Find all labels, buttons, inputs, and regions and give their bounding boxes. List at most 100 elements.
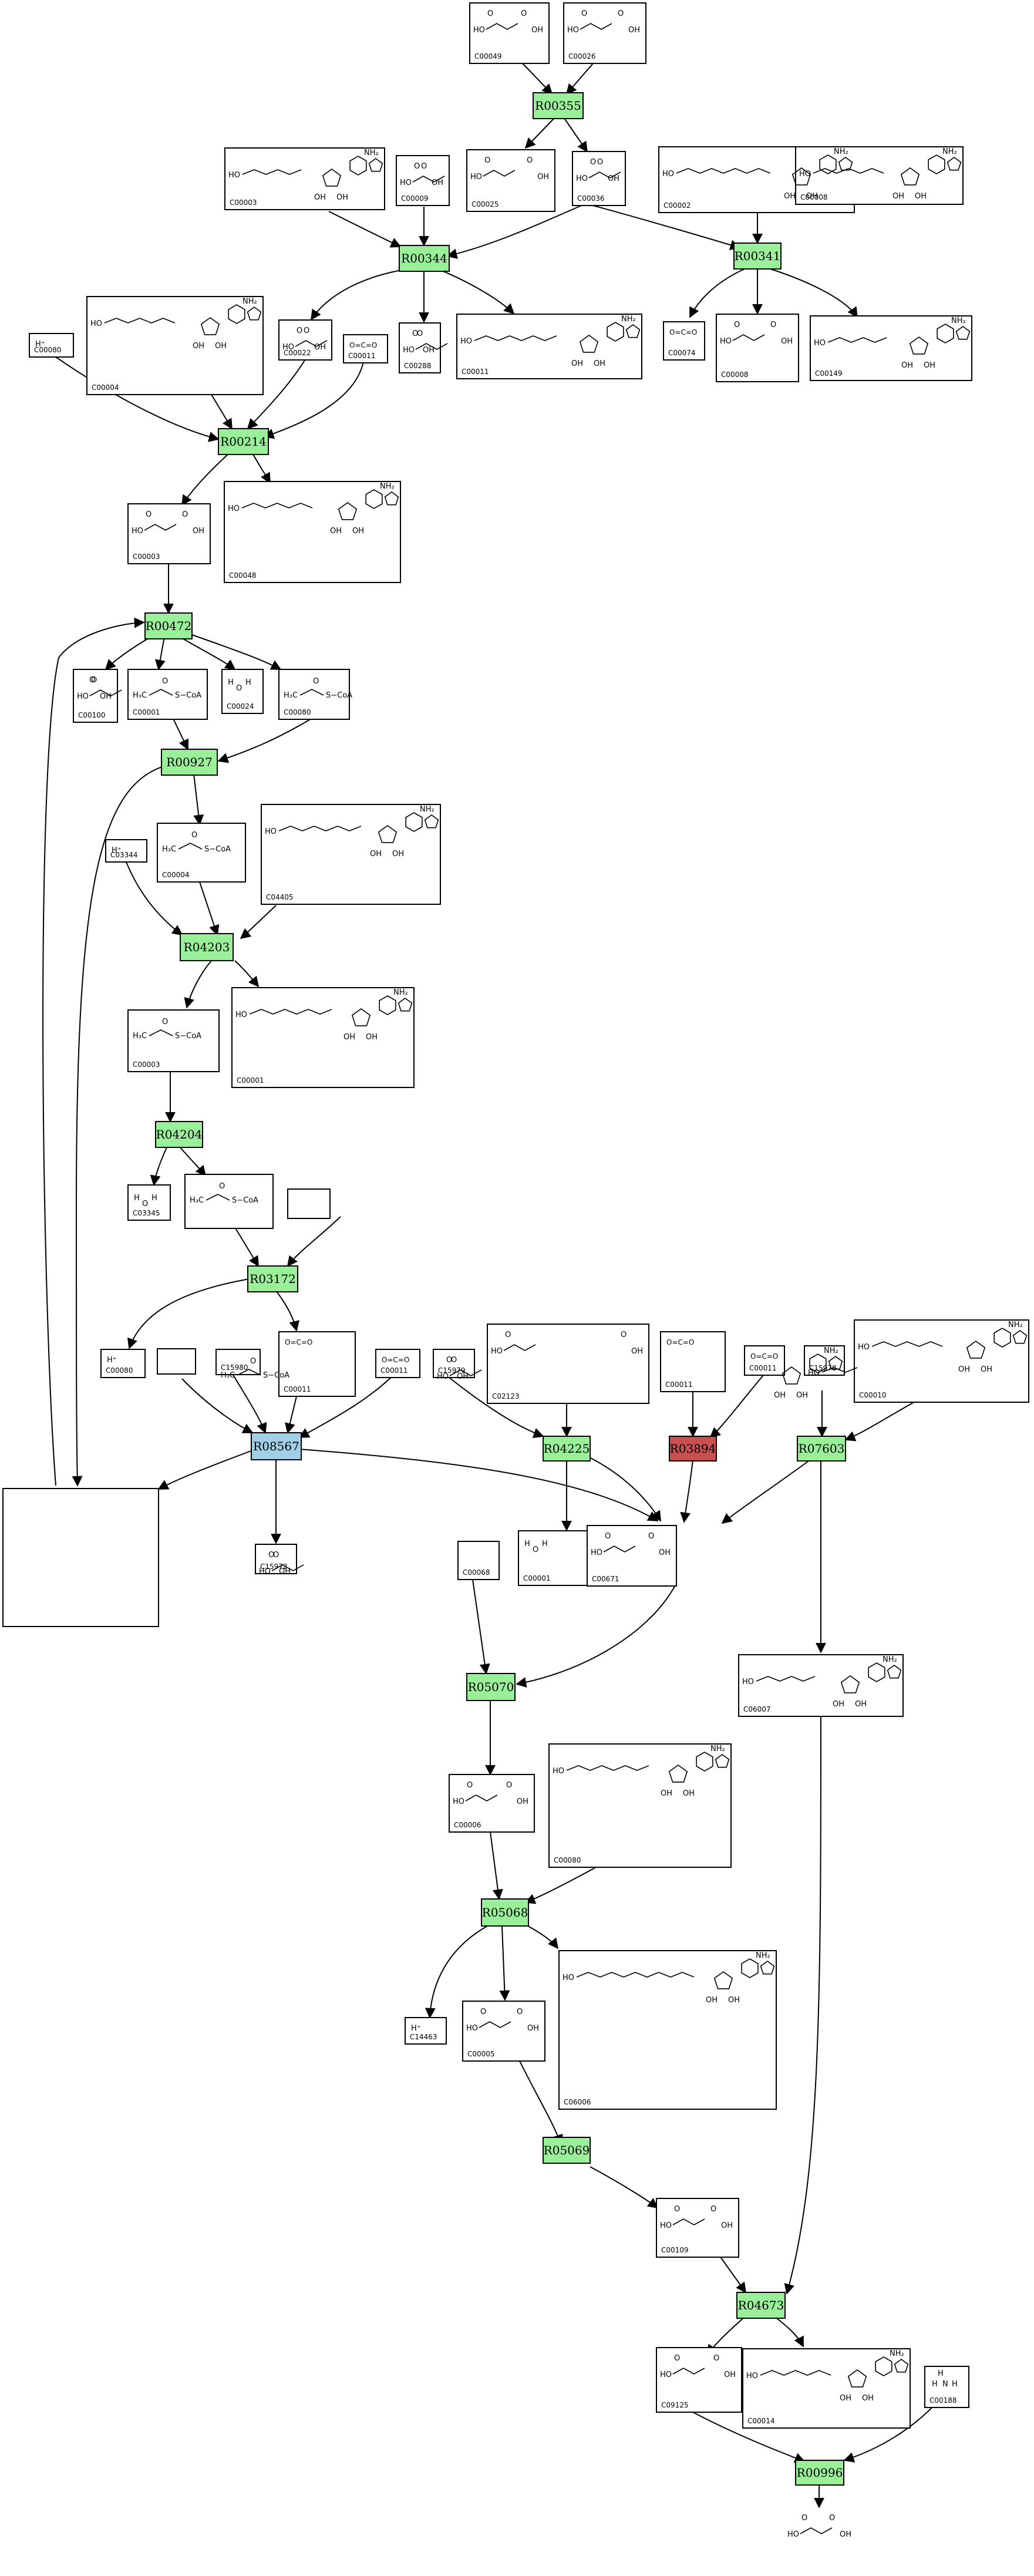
- compound-node[interactable]: C00080: [548, 1743, 732, 1868]
- compound-node[interactable]: C15978: [804, 1345, 845, 1376]
- compound-node[interactable]: C00011: [343, 334, 388, 363]
- compound-node[interactable]: C00671: [587, 1525, 677, 1587]
- reaction-box: [481, 1898, 529, 1927]
- reaction-id-label: R00344: [401, 251, 447, 265]
- reaction-node[interactable]: R00472: [144, 612, 193, 639]
- compound-node[interactable]: C00109: [656, 2198, 739, 2258]
- compound-node[interactable]: C00048: [224, 481, 401, 583]
- structure-atom-label: OH: [423, 346, 435, 355]
- compound-node[interactable]: [287, 1188, 331, 1219]
- structure-atom-label: O: [250, 1357, 256, 1366]
- compound-node[interactable]: C00011: [660, 1331, 726, 1392]
- reaction-node[interactable]: R03894: [669, 1436, 717, 1462]
- compound-node[interactable]: C00188: [924, 2366, 969, 2408]
- compound-node[interactable]: C00011: [375, 1349, 420, 1378]
- reaction-node[interactable]: R08567: [251, 1432, 302, 1460]
- compound-node[interactable]: C00149: [810, 315, 972, 381]
- compound-id-label: C00149: [815, 369, 843, 378]
- compound-node[interactable]: C00004: [86, 296, 264, 395]
- compound-node[interactable]: C00003: [127, 503, 211, 564]
- ring: [955, 326, 971, 340]
- compound-node[interactable]: C00022: [278, 319, 332, 361]
- compound-node[interactable]: [2, 1488, 159, 1627]
- structure-atom-label: H⁺: [112, 846, 122, 855]
- structure-atom-label: OH: [840, 2394, 851, 2403]
- compound-node[interactable]: C09125: [656, 2347, 742, 2413]
- reaction-node[interactable]: R00341: [733, 243, 782, 270]
- compound-id-label: C15980: [221, 1363, 248, 1372]
- structure-atom-label: H₃C: [133, 1032, 147, 1040]
- edge: [563, 117, 588, 153]
- structure-atom-label: OH: [571, 359, 583, 368]
- compound-node[interactable]: C06007: [738, 1654, 904, 1717]
- reaction-node[interactable]: R00996: [795, 2460, 844, 2486]
- bond-chain: [278, 826, 362, 831]
- structure-atom-label: OH: [833, 1700, 844, 1709]
- compound-node[interactable]: C00010: [854, 1319, 1029, 1403]
- compound-node[interactable]: C00003: [224, 147, 385, 210]
- compound-node[interactable]: [157, 1348, 196, 1375]
- compound-node[interactable]: C00008: [716, 314, 799, 382]
- compound-box: [738, 1654, 904, 1717]
- compound-node[interactable]: C00024: [221, 669, 264, 714]
- compound-box: [487, 1324, 649, 1404]
- reaction-node[interactable]: R05070: [466, 1673, 516, 1701]
- compound-node[interactable]: C00049: [469, 2, 550, 64]
- compound-node[interactable]: [184, 1174, 274, 1229]
- structure-atom-label: NH₂: [883, 1655, 897, 1664]
- reaction-node[interactable]: R03172: [247, 1265, 298, 1292]
- structure-atom-label: O: [734, 321, 740, 329]
- compound-node[interactable]: C00014: [742, 2348, 911, 2429]
- compound-id-label: C03344: [110, 851, 138, 859]
- reaction-node[interactable]: R00355: [533, 92, 584, 119]
- compound-box: [716, 314, 799, 382]
- compound-node[interactable]: C00006: [449, 1774, 535, 1833]
- compound-node[interactable]: C00025: [466, 149, 555, 212]
- compound-node[interactable]: C00080: [278, 669, 350, 720]
- ring: [200, 317, 220, 335]
- compound-node[interactable]: C00036: [572, 151, 626, 206]
- compound-node[interactable]: C00004: [157, 823, 246, 883]
- compound-node[interactable]: C00068: [457, 1541, 500, 1580]
- structure-atom-label: OH: [457, 1372, 469, 1381]
- compound-node[interactable]: C00100: [73, 669, 118, 723]
- compound-node[interactable]: C15979: [433, 1349, 475, 1378]
- compound-node[interactable]: C00005: [462, 2001, 545, 2062]
- reaction-node[interactable]: R05068: [481, 1898, 529, 1927]
- compound-node[interactable]: C00001: [231, 987, 415, 1088]
- bond-chain: [672, 2218, 705, 2225]
- compound-node[interactable]: C00026: [563, 2, 646, 64]
- compound-node[interactable]: C00001: [127, 669, 208, 720]
- reaction-box: [251, 1432, 302, 1460]
- compound-node[interactable]: C00080: [29, 333, 74, 358]
- reaction-node[interactable]: R07603: [797, 1436, 846, 1462]
- compound-node[interactable]: C00011: [744, 1345, 785, 1376]
- compound-node[interactable]: C02123: [487, 1324, 649, 1404]
- ring: [966, 1341, 986, 1359]
- compound-node[interactable]: C04405: [261, 804, 441, 905]
- compound-node[interactable]: C00011: [456, 314, 642, 379]
- compound-node[interactable]: C00080: [100, 1349, 146, 1378]
- compound-node[interactable]: C03345: [127, 1184, 171, 1221]
- reaction-node[interactable]: R00927: [161, 749, 218, 776]
- reaction-node[interactable]: R05069: [543, 2137, 591, 2164]
- compound-node[interactable]: C06006: [558, 1950, 777, 2110]
- reaction-node[interactable]: R04225: [543, 1436, 591, 1462]
- compound-node[interactable]: C15980: [215, 1349, 261, 1375]
- reaction-node[interactable]: R00344: [399, 245, 450, 272]
- structure-atom-label: NH₂: [1008, 1321, 1023, 1329]
- compound-id-label: C00080: [554, 1856, 581, 1864]
- reaction-node[interactable]: R00214: [218, 428, 269, 455]
- structure-atom-label: OH: [432, 179, 443, 187]
- compound-node[interactable]: C00011: [278, 1331, 356, 1397]
- compound-node[interactable]: C14463: [405, 2017, 447, 2045]
- compound-node[interactable]: C00074: [663, 321, 705, 361]
- compound-node[interactable]: C03344: [105, 839, 147, 863]
- compound-node[interactable]: C00009: [396, 155, 450, 206]
- reaction-node[interactable]: R04203: [180, 933, 234, 961]
- reaction-node[interactable]: R04673: [736, 2292, 786, 2319]
- structure-atom-label: O: [517, 2008, 523, 2016]
- reaction-node[interactable]: R04204: [155, 1121, 203, 1148]
- compound-node[interactable]: C00003: [127, 1009, 220, 1072]
